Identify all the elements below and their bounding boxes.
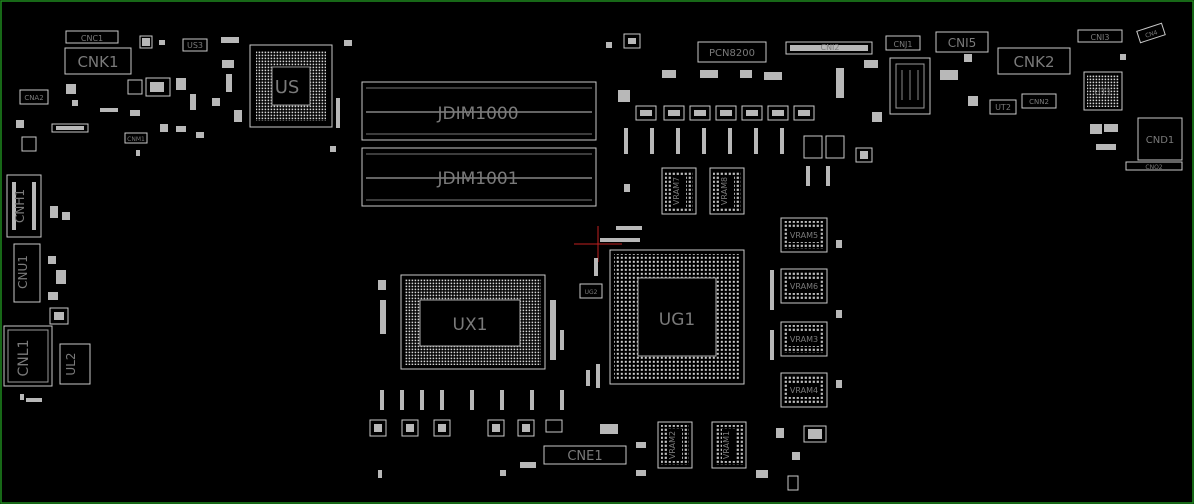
top-middle-components [594,33,1126,276]
chip-ul2: UL2 [59,343,91,385]
cnc1-label: CNC1 [81,34,103,43]
vram6-label: VRAM6 [790,282,818,291]
connector-cni2: CNI2 [785,41,873,55]
vram7: VRAM7 [661,167,697,215]
cnd2-label: CNO2 [1145,164,1162,171]
connector-cnk2: CNK2 [997,47,1071,75]
chip-ut1: UT1 [1083,71,1123,111]
connector-rj45 [889,57,931,115]
ut2-label: UT2 [995,103,1011,112]
connector-cni5: CNI5 [935,31,989,53]
cni3-label: CNI3 [1090,33,1109,42]
us-label: US [275,77,300,98]
chip-us3: US3 [182,38,208,52]
cnj1-label: CNJ1 [893,40,912,49]
vram3-label: VRAM3 [790,335,818,344]
connector-cnk1: CNK1 [64,47,132,75]
ug1-label: UG1 [659,310,695,330]
connector-cnl1: CNL1 [3,325,53,387]
vram1-label: VRAM1 [722,431,731,459]
connector-cna2: CNA2 [19,89,49,105]
connector-cnd1: CND1 [1137,117,1183,161]
chip-ug2: UG2 [579,283,603,299]
jdim1000-label: JDIM1000 [436,104,518,124]
vram2-label: VRAM2 [668,431,677,459]
vram1: VRAM1 [711,421,747,469]
connector-cnh1: CNH1 [6,174,42,238]
vram5-label: VRAM5 [790,231,818,240]
cnd1-label: CND1 [1146,135,1175,146]
cnh1-label: CNH1 [13,189,27,223]
vram4-label: VRAM4 [790,386,818,395]
cnk2-label: CNK2 [1013,53,1054,71]
cni2-label: CNI2 [820,43,839,52]
connector-cne1: CNE1 [543,445,627,465]
cnm1-label: CNM1 [127,136,145,143]
cnl1-label: CNL1 [16,340,32,377]
chip-ut2: UT2 [989,99,1017,115]
chip-us: US [249,44,333,128]
vram7-label: VRAM7 [672,177,681,205]
us3-label: US3 [187,41,203,50]
connector-cnc1: CNC1 [65,30,119,44]
cnu1-label: CNU1 [16,255,30,289]
ut1-label: UT1 [1094,88,1112,98]
cna2-label: CNA2 [24,94,43,102]
chip-ug1: UG1 [609,249,745,385]
cni5-label: CNI5 [948,36,977,50]
vram8-label: VRAM8 [720,177,729,205]
cnn2-label: CNN2 [1029,98,1049,106]
bottom-components [369,390,768,478]
left-side-components [20,206,70,402]
chip-ux1: UX1 [400,274,546,370]
vram2: VRAM2 [657,421,693,469]
jdim1001-label: JDIM1001 [436,169,518,189]
pcn8200-label: PCN8200 [709,48,755,59]
vram3: VRAM3 [780,321,828,357]
vram4: VRAM4 [780,372,828,408]
connector-cn4: CN4 [1136,22,1166,44]
crosshair-marker [574,226,622,262]
connector-cnu1: CNU1 [13,243,41,303]
connector-cnn2: CNN2 [1021,93,1057,109]
chip-cnm1: CNM1 [124,132,148,144]
ul2-label: UL2 [64,352,78,375]
ug2-label: UG2 [585,289,598,296]
center-components [378,240,842,491]
vram8: VRAM8 [709,167,745,215]
ux1-label: UX1 [453,315,488,335]
vram6: VRAM6 [780,268,828,304]
cnk1-label: CNK1 [77,53,118,71]
dimm-slot-jdim1000: JDIM1000 [361,81,597,141]
cn4-label: CN4 [1144,29,1158,40]
dimm-slot-jdim1001: JDIM1001 [361,147,597,207]
connector-cno2: CNO2 [1125,161,1183,171]
left-top-components [16,35,352,156]
connector-cni3: CNI3 [1077,29,1123,43]
connector-cnj1: CNJ1 [885,35,921,51]
chip-pcn8200: PCN8200 [697,41,767,63]
cne1-label: CNE1 [567,449,602,464]
vram5: VRAM5 [780,217,828,253]
